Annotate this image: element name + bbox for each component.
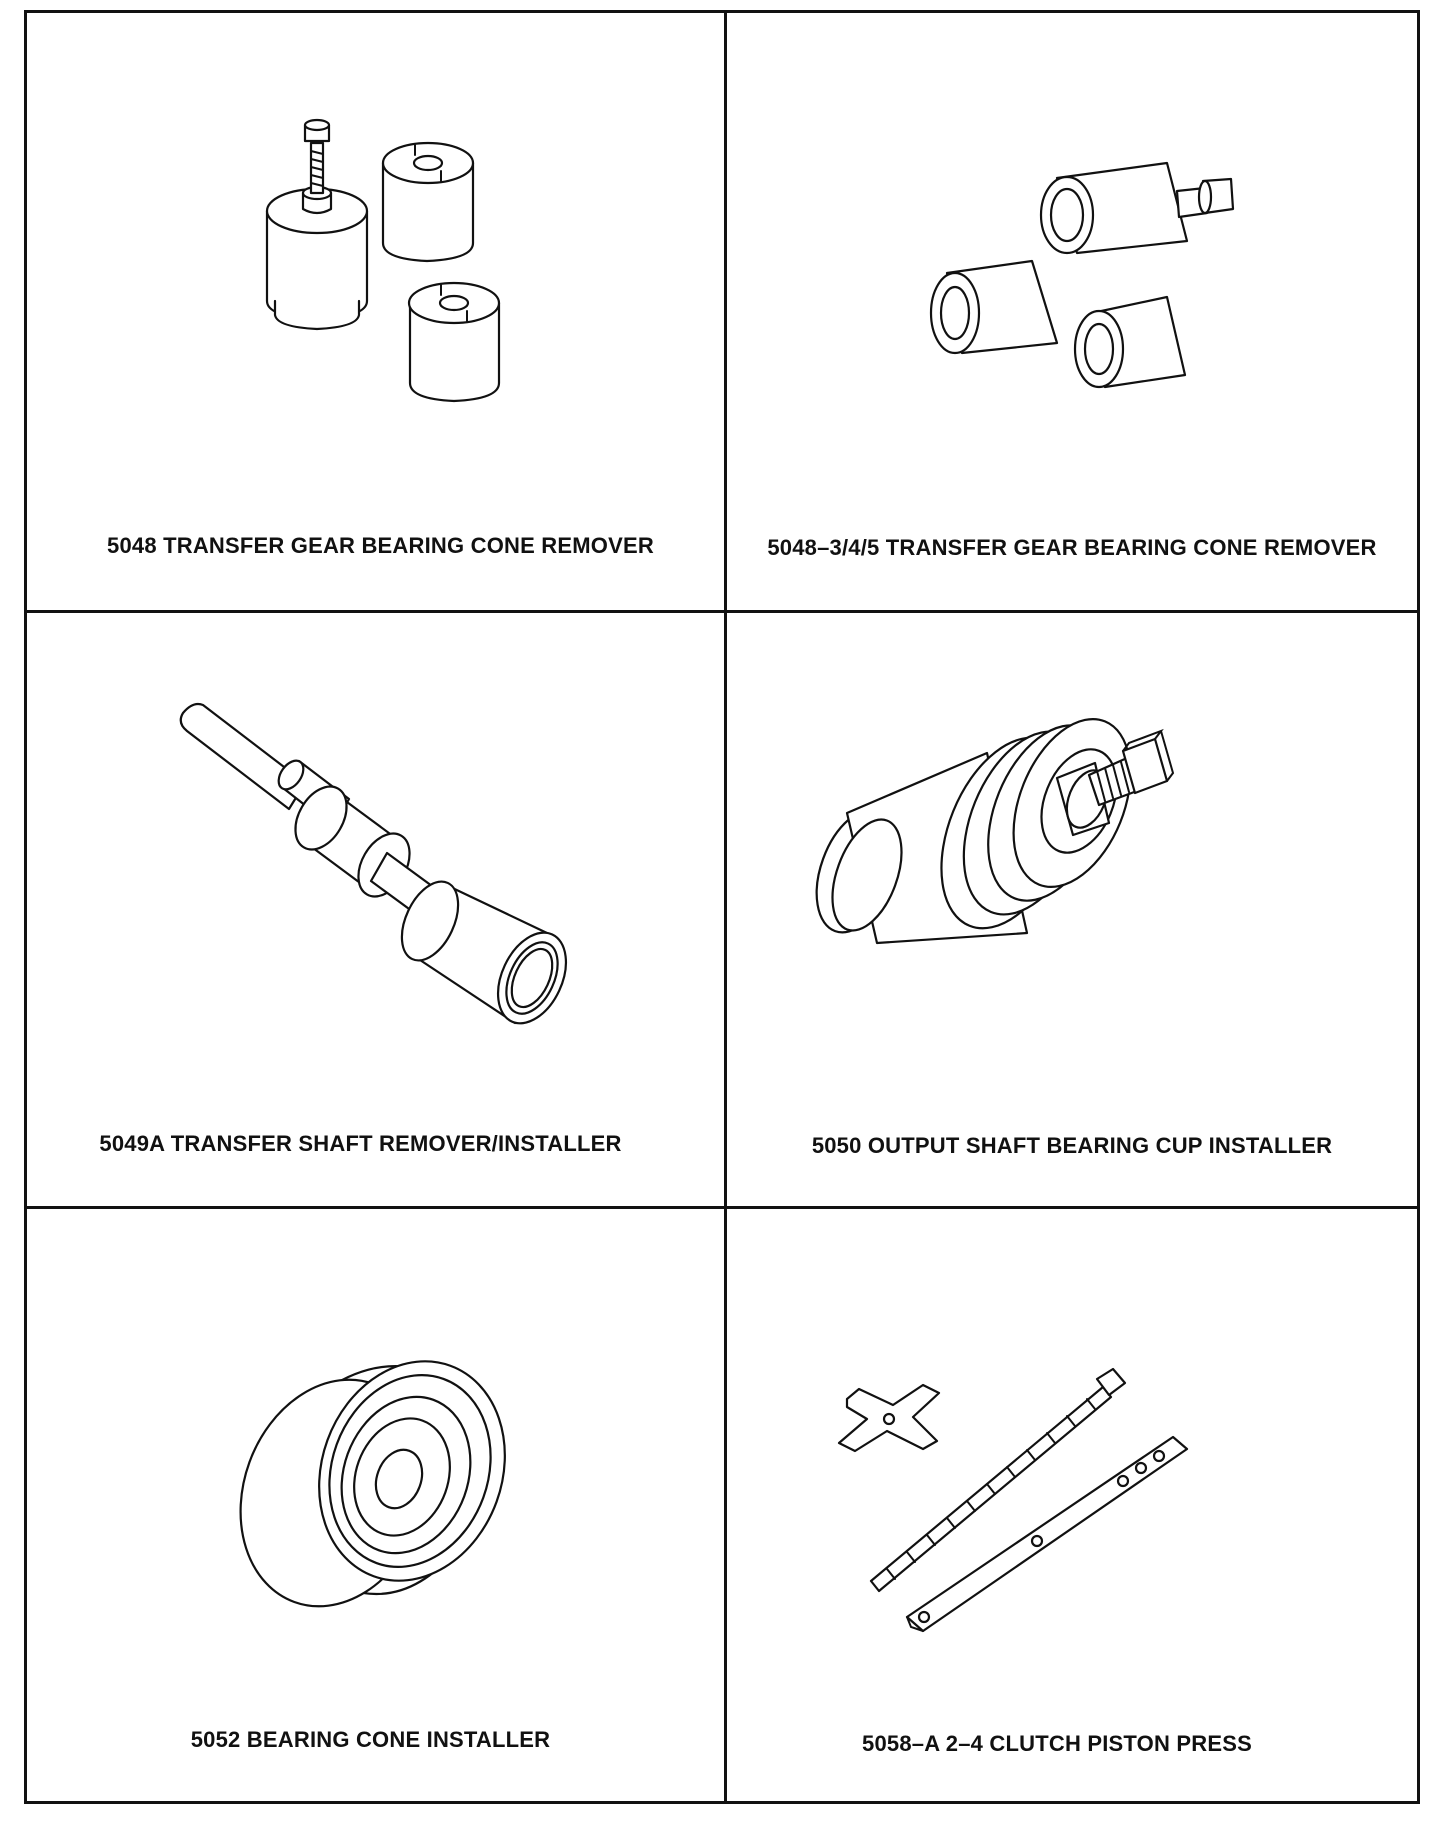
grid-divider-row1	[27, 610, 1417, 613]
tool-caption: 5052 BEARING CONE INSTALLER	[190, 1727, 551, 1752]
tool-cell-5048: 5048 TRANSFER GEAR BEARING CONE REMOVER	[27, 13, 724, 610]
tool-cell-5050: 5050 OUTPUT SHAFT BEARING CUP INSTALLER	[727, 613, 1417, 1206]
cone-installer-ring-icon	[239, 1360, 506, 1608]
tool-caption: 5048–3/4/5 TRANSFER GEAR BEARING CONE RE…	[767, 535, 1377, 560]
stepped-shaft-tool-icon	[179, 702, 568, 1025]
tool-caption: 5050 OUTPUT SHAFT BEARING CUP INSTALLER	[811, 1133, 1333, 1158]
tool-sheet: 5048 TRANSFER GEAR BEARING CONE REMOVER …	[24, 10, 1420, 1804]
puller-with-split-collets-icon	[265, 118, 501, 403]
tool-caption: 5049A TRANSFER SHAFT REMOVER/INSTALLER	[99, 1131, 622, 1156]
piston-press-kit-icon	[837, 1367, 1189, 1633]
grid-divider-row2	[27, 1206, 1417, 1209]
tool-caption: 5048 TRANSFER GEAR BEARING CONE REMOVER	[107, 533, 654, 558]
puller-with-sleeves-icon	[929, 161, 1235, 389]
tool-cell-5052: 5052 BEARING CONE INSTALLER	[27, 1209, 724, 1801]
cup-installer-icon	[815, 718, 1175, 945]
tool-cell-5049a: 5049A TRANSFER SHAFT REMOVER/INSTALLER	[27, 613, 724, 1206]
tool-caption: 5058–A 2–4 CLUTCH PISTON PRESS	[862, 1731, 1252, 1756]
tool-cell-5048-3-4-5: 5048–3/4/5 TRANSFER GEAR BEARING CONE RE…	[727, 13, 1417, 610]
grid-divider-vertical	[724, 13, 727, 1801]
tool-cell-5058-a: 5058–A 2–4 CLUTCH PISTON PRESS	[727, 1209, 1417, 1801]
